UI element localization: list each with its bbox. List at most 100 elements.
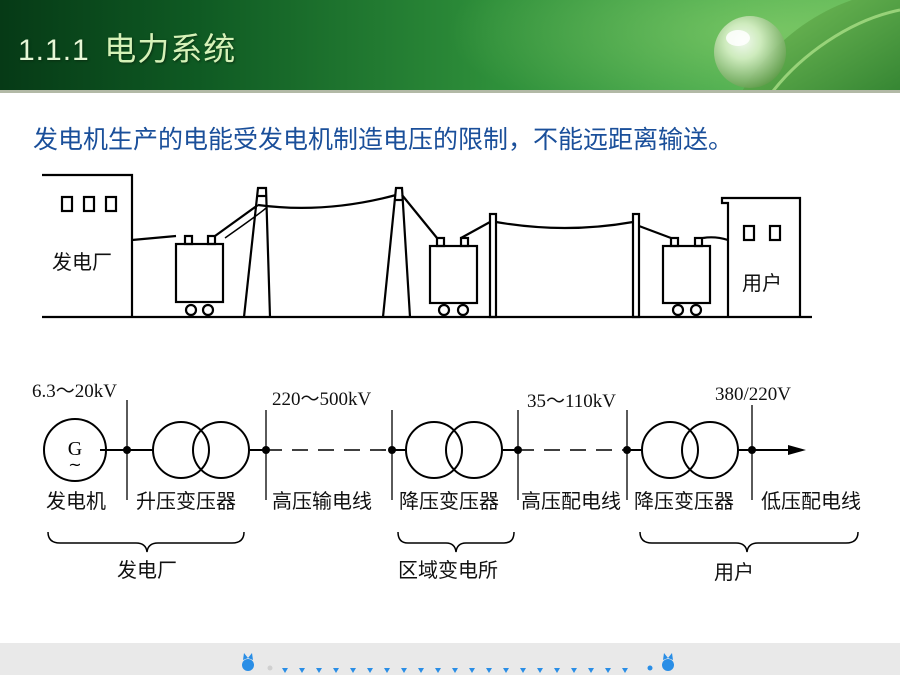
generator-symbol — [43, 418, 107, 482]
footer-dot — [418, 668, 424, 673]
transformer-bushing — [183, 234, 194, 246]
footer-ornament — [242, 653, 674, 671]
cat-ear-icon — [663, 653, 668, 660]
transformer-wheel — [437, 303, 451, 317]
footer-dot — [503, 668, 509, 673]
group-label: 用户 — [714, 560, 754, 584]
voltage-label: 6.3～20kV — [32, 381, 117, 402]
component-label: 高压输电线 — [272, 489, 372, 513]
footer-dot — [588, 668, 594, 673]
component-label: 高压配电线 — [521, 489, 621, 513]
transformer-wheel — [201, 303, 215, 317]
component-label: 降压变压器 — [634, 489, 734, 513]
cat-ear-icon — [668, 653, 673, 660]
footer-dot — [520, 668, 526, 673]
plant-window — [60, 195, 74, 213]
cat-ear-icon — [243, 653, 248, 660]
wire — [702, 236, 729, 242]
footer-dot — [316, 668, 322, 673]
wire — [224, 207, 267, 239]
cat-head-icon — [662, 659, 674, 671]
footer-dot — [537, 668, 543, 673]
bus-node — [748, 446, 756, 454]
slide-title: 1.1.1 电力系统 — [18, 24, 236, 70]
voltage-label: 35～110kV — [527, 391, 616, 412]
arrow-head — [788, 445, 806, 455]
generator-symbol-letter: G — [68, 438, 82, 460]
footer-dot — [367, 668, 373, 673]
user-window — [768, 224, 782, 242]
transmission-tower — [242, 186, 272, 318]
user-window — [742, 224, 756, 242]
plant-building — [42, 173, 134, 317]
stepup-transformer-coil — [192, 421, 250, 479]
header-divider — [0, 90, 900, 93]
wire — [214, 204, 259, 237]
voltage-label: 380/220V — [715, 384, 791, 405]
transformer-wheel — [184, 303, 198, 317]
user-label: 用户 — [742, 271, 782, 295]
transformer-wheel — [689, 303, 703, 317]
transmission-tower — [381, 186, 412, 318]
stepup-transformer-coil — [152, 421, 210, 479]
component-label: 发电机 — [46, 489, 106, 513]
component-label: 升压变压器 — [136, 489, 236, 513]
regional-transformer — [428, 244, 479, 305]
heart-icon — [647, 665, 653, 671]
footer-dot — [469, 668, 475, 673]
single-line-schematic: G ~ 6.3～20kV 220～500kV 35～110kV 380/220V — [32, 381, 861, 584]
bus-node — [623, 446, 631, 454]
slide-footer — [0, 643, 900, 675]
component-label: 降压变压器 — [399, 489, 499, 513]
wire — [257, 193, 397, 209]
footer-dot — [282, 668, 288, 673]
footer-dot — [299, 668, 305, 673]
footer-dot-row — [282, 668, 628, 673]
cat-ear-icon — [248, 653, 253, 660]
footer-dot — [435, 668, 441, 673]
footer-decoration — [242, 653, 674, 673]
generator-symbol-tilde: ~ — [68, 455, 81, 474]
footer-dot — [571, 668, 577, 673]
footer-dot — [401, 668, 407, 673]
transformer-bushing — [206, 234, 217, 246]
transformer-bushing — [435, 236, 446, 248]
wire — [131, 234, 177, 242]
plant-window — [82, 195, 96, 213]
regional-transformer-coil — [405, 421, 463, 479]
regional-transformer-coil — [445, 421, 503, 479]
bus-node — [262, 446, 270, 454]
title-number: 1.1.1 — [18, 34, 90, 67]
wire — [495, 220, 634, 230]
component-label: 低压配电线 — [761, 489, 861, 513]
distribution-pole — [488, 212, 498, 319]
cat-head-icon — [242, 659, 254, 671]
bus-node — [123, 446, 131, 454]
wire — [638, 224, 672, 240]
power-system-diagram: 发电厂 用户 G ~ — [32, 173, 861, 584]
stepup-transformer — [174, 242, 225, 304]
footer-dot — [622, 668, 628, 673]
group-label: 区域变电所 — [398, 558, 498, 582]
bus-node — [514, 446, 522, 454]
distribution-pole — [631, 212, 641, 319]
transformer-bushing — [669, 236, 680, 248]
slide-subtitle: 发电机生产的电能受发电机制造电压的限制，不能远距离输送。 — [33, 125, 734, 154]
group-label: 发电厂 — [117, 558, 177, 582]
illustration-drawing — [42, 173, 812, 319]
footer-dot — [605, 668, 611, 673]
brace-power-plant — [47, 531, 245, 553]
transformer-bushing — [459, 236, 470, 248]
water-drop-leaf-image — [714, 0, 900, 90]
slide-header: 1.1.1 电力系统 — [0, 0, 900, 90]
footer-dot — [350, 668, 356, 673]
brace-substation — [397, 531, 515, 553]
bus-node — [388, 446, 396, 454]
group-braces — [47, 531, 859, 553]
voltage-markers — [126, 400, 753, 500]
title-text: 电力系统 — [104, 30, 237, 68]
heart-icon — [267, 665, 273, 671]
wire — [401, 194, 438, 239]
transformer-wheel — [456, 303, 470, 317]
brace-user — [639, 531, 859, 553]
